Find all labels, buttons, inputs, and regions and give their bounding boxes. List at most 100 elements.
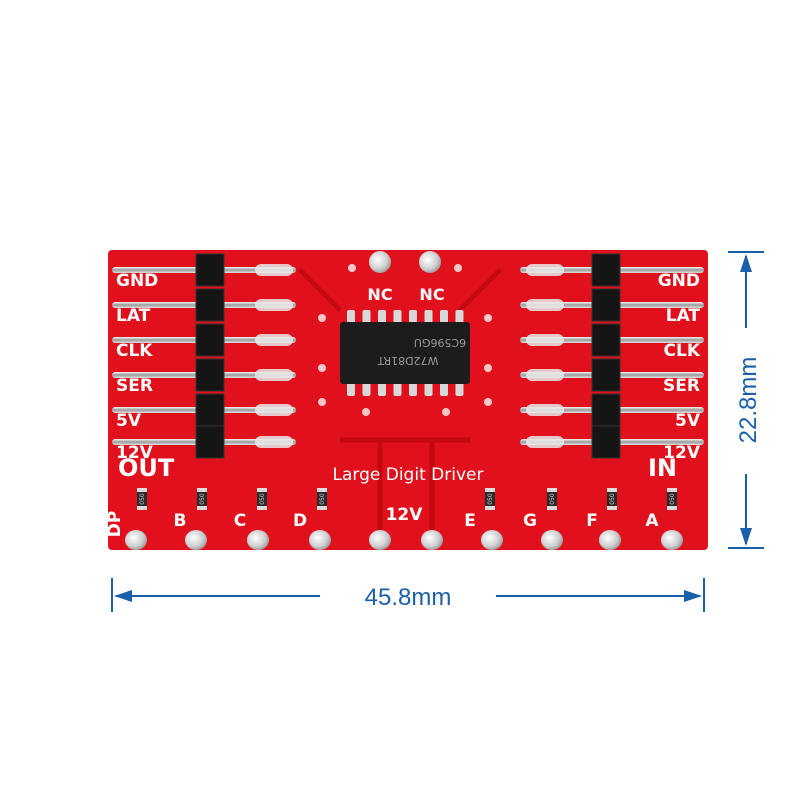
header-block: [591, 393, 621, 427]
smd-resistor: [547, 488, 557, 510]
header-label: 5V: [675, 411, 701, 431]
smd-resistor: [257, 488, 267, 510]
bottom-pad: [369, 530, 391, 550]
chip-pin: [393, 382, 402, 396]
bottom-pad: [421, 530, 443, 550]
bottom-pad: [661, 530, 683, 550]
bottom-pad: [247, 530, 269, 550]
header-block: [195, 253, 225, 287]
solder-pad: [526, 369, 564, 381]
header-label: LAT: [666, 306, 701, 326]
chip-pin: [347, 382, 355, 396]
resistor-marking: 050: [319, 493, 326, 505]
bottom-pad: [481, 530, 503, 550]
bottom-pad-label: 12V: [386, 505, 424, 525]
resistor-cap: [137, 506, 147, 510]
resistor-cap: [607, 506, 617, 510]
header-label: GND: [658, 271, 700, 291]
bottom-pad-label: G: [523, 511, 537, 531]
header-block: [195, 288, 225, 322]
resistor-cap: [547, 488, 557, 492]
resistor-marking: 050: [259, 493, 266, 505]
nc-pad-2: [419, 251, 441, 273]
header-label: 12V: [116, 443, 154, 463]
resistor-marking: 050: [199, 493, 206, 505]
smd-resistor: [607, 488, 617, 510]
chip-pin: [409, 382, 417, 396]
bottom-pad-label: C: [234, 511, 246, 531]
solder-pad: [526, 299, 564, 311]
chip-pin: [455, 382, 464, 396]
width-label: 45.8mm: [365, 584, 452, 611]
smd-resistor: [667, 488, 677, 510]
solder-pad: [255, 334, 293, 346]
chip-pin: [362, 310, 371, 324]
smd-resistor: [317, 488, 327, 510]
smd-resistor: [485, 488, 495, 510]
header-block: [591, 323, 621, 357]
resistor-cap: [547, 506, 557, 510]
resistor-cap: [317, 488, 327, 492]
height-label: 22.8mm: [735, 357, 762, 444]
resistor-marking: 050: [669, 493, 676, 505]
bottom-pad: [125, 530, 147, 550]
chip-marking-2: W72D81RT: [377, 354, 438, 367]
header-block: [591, 425, 621, 459]
pcb-board: [108, 250, 708, 550]
header-block: [195, 393, 225, 427]
bottom-pad-label: E: [464, 511, 476, 531]
smd-resistor: [137, 488, 147, 510]
resistor-cap: [257, 506, 267, 510]
chip-marking-1: 6C596GU: [414, 336, 466, 349]
header-label: 5V: [116, 411, 142, 431]
chip-pin: [378, 382, 386, 396]
board-title: Large Digit Driver: [333, 465, 484, 485]
ic-chip: 6C596GU W72D81RT: [340, 310, 470, 396]
height-dimension: [728, 251, 764, 549]
header-block: [195, 323, 225, 357]
header-block: [195, 425, 225, 459]
out-label: OUT: [118, 454, 175, 482]
header-block: [591, 358, 621, 392]
bottom-pad-label: D: [293, 511, 307, 531]
resistor-marking: 050: [549, 493, 556, 505]
chip-pin: [440, 310, 448, 324]
solder-pad: [526, 334, 564, 346]
chip-pin: [455, 310, 464, 324]
header-label: CLK: [664, 341, 701, 361]
via: [348, 264, 356, 272]
in-label: IN: [648, 454, 677, 482]
resistor-cap: [197, 506, 207, 510]
resistor-cap: [257, 488, 267, 492]
header-label: CLK: [116, 341, 153, 361]
chip-vias: [318, 314, 492, 416]
chip-pin: [393, 310, 402, 324]
header-block: [591, 253, 621, 287]
solder-pad: [526, 436, 564, 448]
via: [454, 264, 462, 272]
chip-pin: [424, 310, 433, 324]
resistor-marking: 050: [609, 493, 616, 505]
width-dimension: [111, 578, 705, 612]
nc-pad-1: [369, 251, 391, 273]
chip-pin: [378, 310, 386, 324]
solder-pad: [255, 299, 293, 311]
solder-pad: [526, 404, 564, 416]
resistor-cap: [607, 488, 617, 492]
solder-pad: [255, 369, 293, 381]
header-label: SER: [116, 376, 153, 396]
smd-resistor: [197, 488, 207, 510]
resistor-cap: [485, 488, 495, 492]
bottom-pad: [599, 530, 621, 550]
bottom-pad-label: DP: [105, 511, 125, 538]
resistor-cap: [317, 506, 327, 510]
header-label: GND: [116, 271, 158, 291]
nc-label-2: NC: [419, 285, 444, 304]
bottom-pad-label: A: [645, 511, 659, 531]
resistor-cap: [667, 506, 677, 510]
chip-pin: [347, 310, 355, 324]
chip-pin: [362, 382, 371, 396]
resistor-marking: 050: [487, 493, 494, 505]
bottom-pad-label: B: [174, 511, 187, 531]
